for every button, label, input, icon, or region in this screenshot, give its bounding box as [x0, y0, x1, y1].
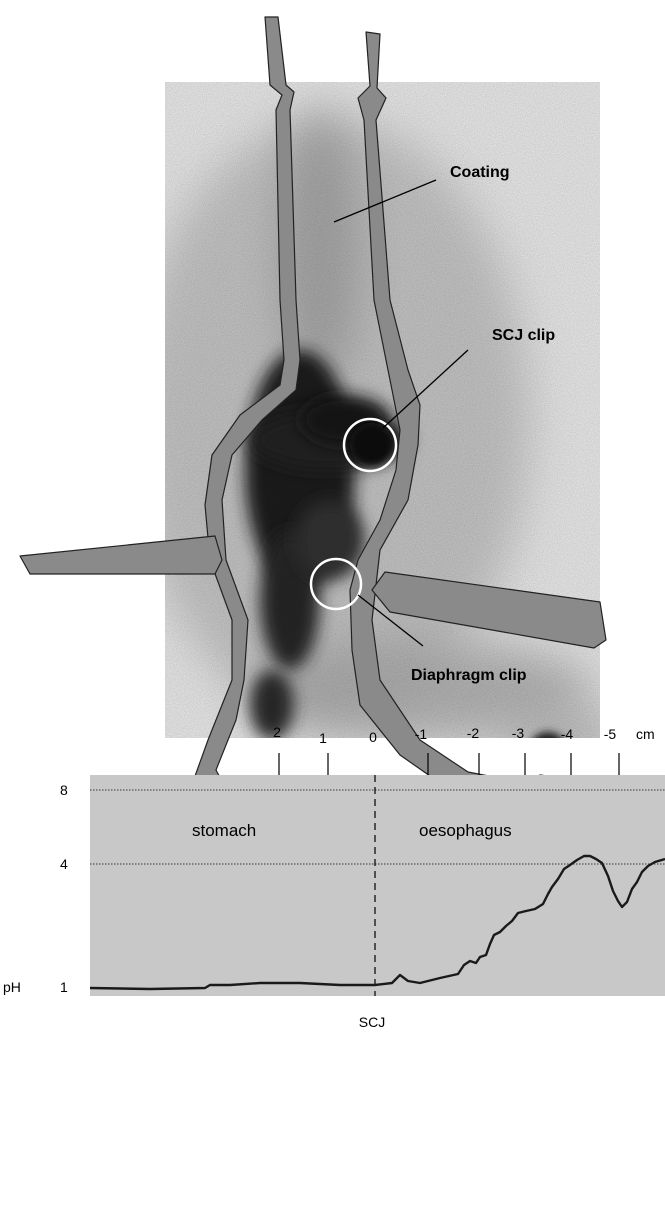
position-unit-label: cm — [636, 726, 655, 742]
coating-label: Coating — [450, 164, 510, 181]
ph-tick-label: 1 — [60, 979, 68, 995]
ph-plot-background — [90, 775, 665, 996]
oesophagus-region-label: oesophagus — [419, 821, 512, 840]
position-tick-label: 2 — [273, 724, 281, 740]
ph-tick-label: 4 — [60, 856, 68, 872]
scj-clip-label: SCJ clip — [492, 327, 555, 344]
position-tick-label: 1 — [319, 730, 327, 746]
position-tick-label: -5 — [604, 726, 617, 742]
position-tick-label: -2 — [467, 725, 480, 741]
position-tick-label: -3 — [512, 725, 525, 741]
stomach-region-label: stomach — [192, 821, 256, 840]
ph-tick-label: 8 — [60, 782, 68, 798]
diaphragm-clip-label: Diaphragm clip — [411, 667, 527, 684]
position-tick-label: -4 — [561, 726, 574, 742]
ph-plot: 2 1 0 -1 -2 -3 -4 -5 cm 8 4 1 pH stomach… — [3, 724, 665, 1030]
ph-axis-label: pH — [3, 979, 21, 995]
position-tick-label: 0 — [369, 729, 377, 745]
position-tick-label: -1 — [415, 726, 428, 742]
scj-bottom-label: SCJ — [359, 1014, 385, 1030]
